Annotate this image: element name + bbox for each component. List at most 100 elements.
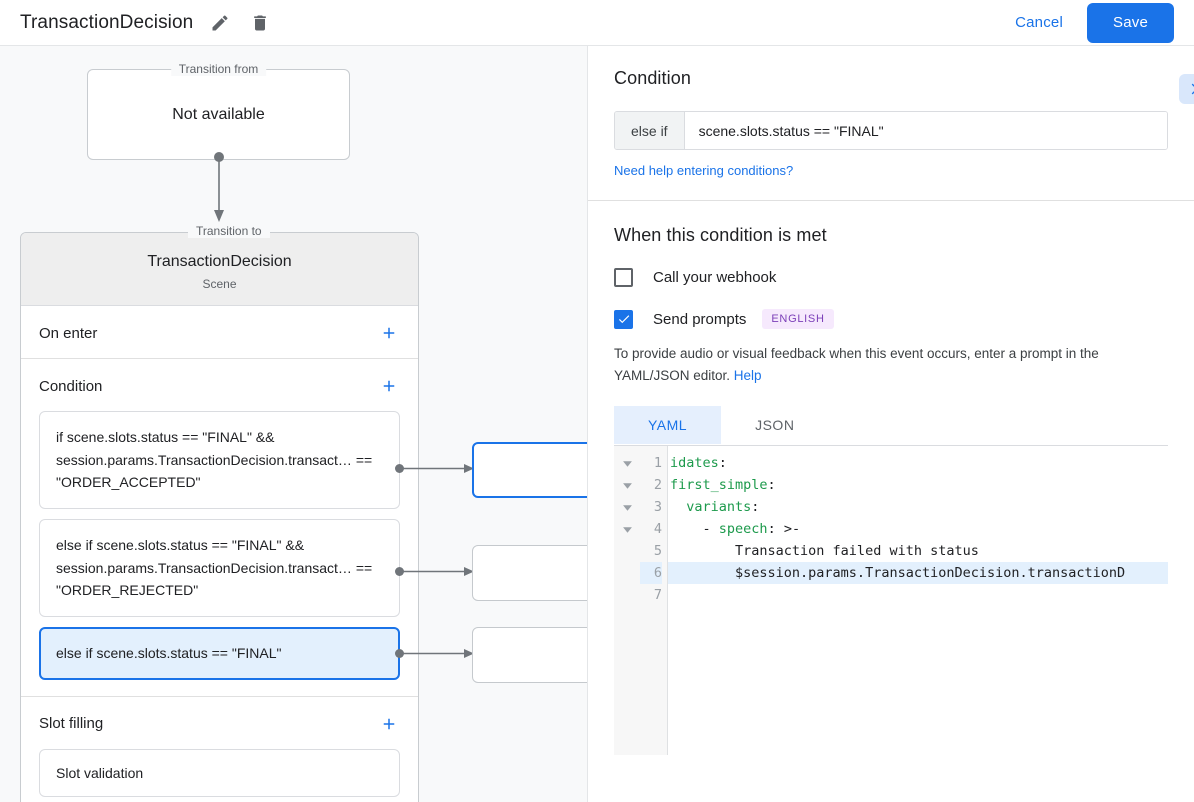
- add-slot-filling-button[interactable]: [378, 713, 400, 735]
- chevron-right-icon: [1191, 83, 1194, 95]
- add-on-enter-button[interactable]: [378, 322, 400, 344]
- code-token: speech: [718, 521, 768, 538]
- webhook-row: Call your webhook: [614, 268, 1168, 287]
- editor-line-numbers: 1 2 3 4 5 6 7: [640, 446, 668, 756]
- section-on-enter: On enter: [21, 306, 418, 359]
- condition-prefix-label: else if: [615, 112, 685, 149]
- code-token: idates: [670, 455, 719, 472]
- plus-icon: [383, 327, 395, 339]
- plus-icon: [383, 380, 395, 392]
- condition-input-row: else if: [614, 111, 1168, 150]
- transition-from-box: Transition from Not available: [87, 62, 350, 160]
- editor-format-tabs: YAML JSON: [614, 406, 1168, 445]
- code-line[interactable]: idates:: [668, 452, 1168, 474]
- scene-card-header: TransactionDecision Scene: [21, 233, 418, 306]
- code-line[interactable]: variants:: [668, 496, 1168, 518]
- when-condition-met-section: When this condition is met Call your web…: [588, 201, 1194, 756]
- line-number: 5: [653, 543, 662, 560]
- code-line[interactable]: Transaction failed with status: [668, 540, 1168, 562]
- call-webhook-checkbox[interactable]: [614, 268, 633, 287]
- code-token: $session.params.TransactionDecision.tran…: [670, 565, 1126, 582]
- transition-from-legend: Transition from: [170, 62, 267, 76]
- transition-to-legend: Transition to: [188, 224, 270, 238]
- condition-port-1: [395, 464, 404, 473]
- section-slot-filling: Slot filling Slot validation: [21, 696, 418, 802]
- line-number: 1: [653, 455, 662, 472]
- section-title-condition: Condition: [39, 377, 103, 395]
- details-panel: Condition else if Need help entering con…: [587, 46, 1194, 802]
- prompts-help-link[interactable]: Help: [733, 367, 762, 383]
- send-prompts-label: Send prompts: [653, 310, 747, 328]
- transition-to-card: TransactionDecision Scene On enter Con: [20, 232, 419, 802]
- section-header-on-enter: On enter: [21, 306, 418, 358]
- transition-from-value: Not available: [172, 105, 265, 123]
- edge-2: [400, 567, 474, 576]
- condition-list: if scene.slots.status == "FINAL" && sess…: [21, 411, 418, 696]
- condition-port-3: [395, 649, 404, 658]
- fold-spacer: [614, 584, 640, 606]
- target-node-3[interactable]: [472, 627, 587, 683]
- flow-canvas[interactable]: Transition from Not available Transition…: [0, 46, 587, 802]
- code-line[interactable]: first_simple:: [668, 474, 1168, 496]
- target-node-1[interactable]: [472, 442, 587, 498]
- code-line[interactable]: [668, 584, 1168, 606]
- fold-toggle-icon[interactable]: [614, 452, 640, 474]
- code-token: -: [670, 521, 719, 538]
- code-token: variants: [686, 499, 752, 516]
- checkmark-icon: [618, 315, 629, 324]
- call-webhook-label: Call your webhook: [653, 269, 777, 286]
- condition-port-2: [395, 567, 404, 576]
- line-number: 3: [653, 499, 662, 516]
- line-number: 6: [640, 562, 662, 585]
- condition-section: Condition else if Need help entering con…: [588, 46, 1194, 201]
- flow-connector-arrow: [214, 152, 224, 222]
- fold-spacer: [614, 562, 640, 584]
- condition-heading: Condition: [614, 68, 691, 88]
- target-node-2[interactable]: [472, 545, 587, 601]
- prompts-description: To provide audio or visual feedback when…: [614, 343, 1168, 386]
- tab-json[interactable]: JSON: [721, 406, 828, 444]
- trash-icon: [254, 15, 267, 30]
- code-token: [670, 499, 686, 515]
- code-token: Transaction failed with status: [670, 543, 979, 560]
- condition-item-3[interactable]: else if scene.slots.status == "FINAL": [39, 627, 400, 680]
- send-prompts-row: Send prompts ENGLISH: [614, 309, 1168, 329]
- code-token: :: [767, 477, 776, 494]
- condition-item-2[interactable]: else if scene.slots.status == "FINAL" &&…: [39, 519, 400, 618]
- code-line[interactable]: - speech: >-: [668, 518, 1168, 540]
- editor-code-area[interactable]: idates:first_simple: variants: - speech:…: [668, 446, 1168, 756]
- tab-yaml[interactable]: YAML: [614, 406, 722, 445]
- line-number: 7: [653, 587, 662, 604]
- code-line[interactable]: $session.params.TransactionDecision.tran…: [668, 562, 1168, 585]
- slot-filling-list: Slot validation: [21, 748, 418, 802]
- edge-1: [400, 464, 474, 473]
- fold-toggle-icon[interactable]: [614, 496, 640, 518]
- top-bar: TransactionDecision Cancel Save: [0, 0, 1194, 46]
- scene-type: Scene: [202, 277, 237, 291]
- fold-toggle-icon[interactable]: [614, 518, 640, 540]
- condition-item-1[interactable]: if scene.slots.status == "FINAL" && sess…: [39, 411, 400, 510]
- condition-input[interactable]: [684, 112, 1167, 149]
- language-badge: ENGLISH: [762, 309, 834, 329]
- send-prompts-checkbox[interactable]: [614, 309, 633, 329]
- fold-toggle-icon[interactable]: [614, 474, 640, 496]
- delete-button[interactable]: [247, 10, 273, 36]
- line-number: 4: [653, 521, 662, 538]
- cancel-button[interactable]: Cancel: [1003, 6, 1075, 39]
- condition-help-link[interactable]: Need help entering conditions?: [614, 163, 794, 178]
- add-condition-button[interactable]: [378, 375, 400, 397]
- expand-panel-button[interactable]: [1179, 74, 1194, 104]
- line-number: 2: [653, 477, 662, 494]
- save-button[interactable]: Save: [1087, 2, 1174, 43]
- section-header-condition: Condition: [21, 359, 418, 411]
- prompts-description-text: To provide audio or visual feedback when…: [614, 346, 1099, 383]
- edge-3: [400, 649, 474, 658]
- slot-validation-item[interactable]: Slot validation: [39, 748, 400, 797]
- code-token: :: [718, 455, 727, 472]
- plus-icon: [383, 718, 395, 729]
- editor-fold-column: [614, 446, 640, 756]
- code-token: first_simple: [670, 477, 768, 494]
- edit-name-button[interactable]: [207, 10, 233, 36]
- scene-name: TransactionDecision: [147, 253, 292, 270]
